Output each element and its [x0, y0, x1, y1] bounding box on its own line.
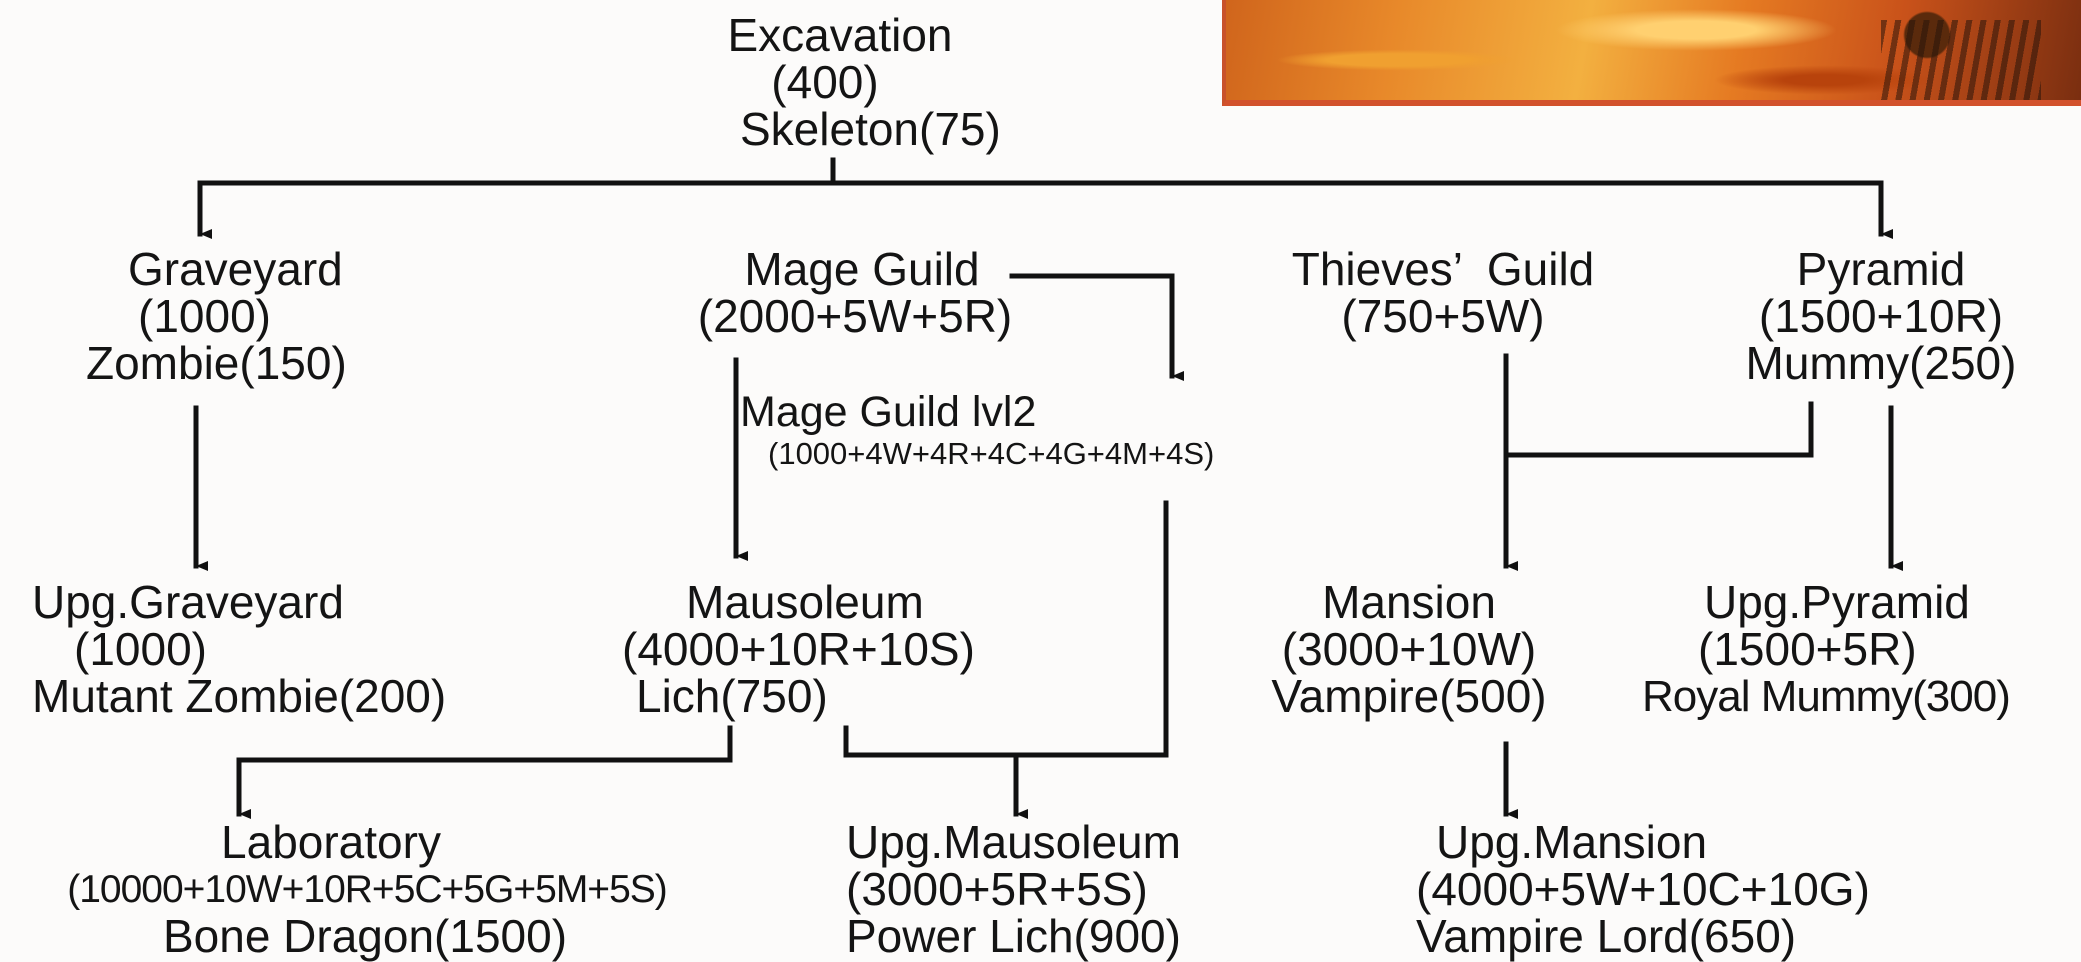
- node-unit: Royal Mummy(300): [1642, 673, 2010, 720]
- node-cost: (750+5W): [1250, 293, 1636, 340]
- node-unit: Bone Dragon(1500): [8, 913, 722, 960]
- node-unit: Skeleton(75): [740, 106, 960, 153]
- node-unit: Mutant Zombie(200): [32, 673, 446, 720]
- node-title: Upg.Mausoleum: [846, 819, 1181, 866]
- node-cost: (3000+10W): [1254, 626, 1564, 673]
- node-unit: Power Lich(900): [846, 913, 1181, 960]
- node-unit: Vampire(500): [1254, 673, 1564, 720]
- node-title: Excavation: [720, 12, 960, 59]
- node-excavation: Excavation (400) Skeleton(75): [720, 12, 960, 153]
- node-laboratory: Laboratory (10000+10W+10R+5C+5G+5M+5S) B…: [12, 819, 722, 960]
- node-thieves-guild: Thieves’ Guild (750+5W): [1250, 246, 1636, 340]
- node-cost: (1500+5R): [1642, 626, 2010, 673]
- link-mausoleum-laboratory: [239, 728, 730, 814]
- node-unit: Vampire Lord(650): [1416, 913, 1870, 960]
- node-pyramid: Pyramid (1500+10R) Mummy(250): [1716, 246, 2046, 387]
- node-unit: Mummy(250): [1716, 340, 2046, 387]
- node-title: Upg.Graveyard: [32, 579, 446, 626]
- node-cost: (3000+5R+5S): [846, 866, 1181, 913]
- node-mansion: Mansion (3000+10W) Vampire(500): [1254, 579, 1564, 720]
- node-cost: (4000+5W+10C+10G): [1416, 866, 1870, 913]
- node-title: Upg.Pyramid: [1642, 579, 2010, 626]
- node-cost: (4000+10R+10S): [622, 626, 975, 673]
- node-mausoleum: Mausoleum (4000+10R+10S) Lich(750): [622, 579, 975, 720]
- node-title: Thieves’ Guild: [1250, 246, 1636, 293]
- node-graveyard: Graveyard (1000) Zombie(150): [86, 246, 347, 387]
- link-mausoleum-upg: [846, 728, 1016, 814]
- link-pyramid-mansion: [1506, 404, 1811, 455]
- node-upg-graveyard: Upg.Graveyard (1000) Mutant Zombie(200): [32, 579, 446, 720]
- node-cost: (1000): [86, 293, 347, 340]
- node-upg-pyramid: Upg.Pyramid (1500+5R) Royal Mummy(300): [1642, 579, 2010, 720]
- node-title: Pyramid: [1716, 246, 2046, 293]
- node-title: Mage Guild lvl2: [740, 389, 1214, 436]
- node-upg-mansion: Upg.Mansion (4000+5W+10C+10G) Vampire Lo…: [1416, 819, 1870, 960]
- node-title: Mansion: [1254, 579, 1564, 626]
- node-cost: (400): [690, 59, 960, 106]
- node-title: Laboratory: [0, 819, 722, 866]
- link-lvl2-upg: [1016, 503, 1166, 755]
- node-mage-guild: Mage Guild (2000+5W+5R): [670, 246, 1040, 340]
- node-title: Mage Guild: [684, 246, 1040, 293]
- node-title: Graveyard: [86, 246, 347, 293]
- node-cost: (1000): [32, 626, 446, 673]
- node-mage-guild-lvl2: Mage Guild lvl2 (1000+4W+4R+4C+4G+4M+4S): [740, 389, 1214, 472]
- node-cost: (10000+10W+10R+5C+5G+5M+5S): [12, 866, 722, 913]
- node-upg-mausoleum: Upg.Mausoleum (3000+5R+5S) Power Lich(90…: [846, 819, 1181, 960]
- node-title: Mausoleum: [622, 579, 975, 626]
- node-unit: Zombie(150): [86, 340, 347, 387]
- node-cost: (2000+5W+5R): [670, 293, 1040, 340]
- node-unit: Lich(750): [622, 673, 975, 720]
- node-title: Upg.Mansion: [1416, 819, 1870, 866]
- node-cost: (1000+4W+4R+4C+4G+4M+4S): [768, 436, 1214, 472]
- node-cost: (1500+10R): [1716, 293, 2046, 340]
